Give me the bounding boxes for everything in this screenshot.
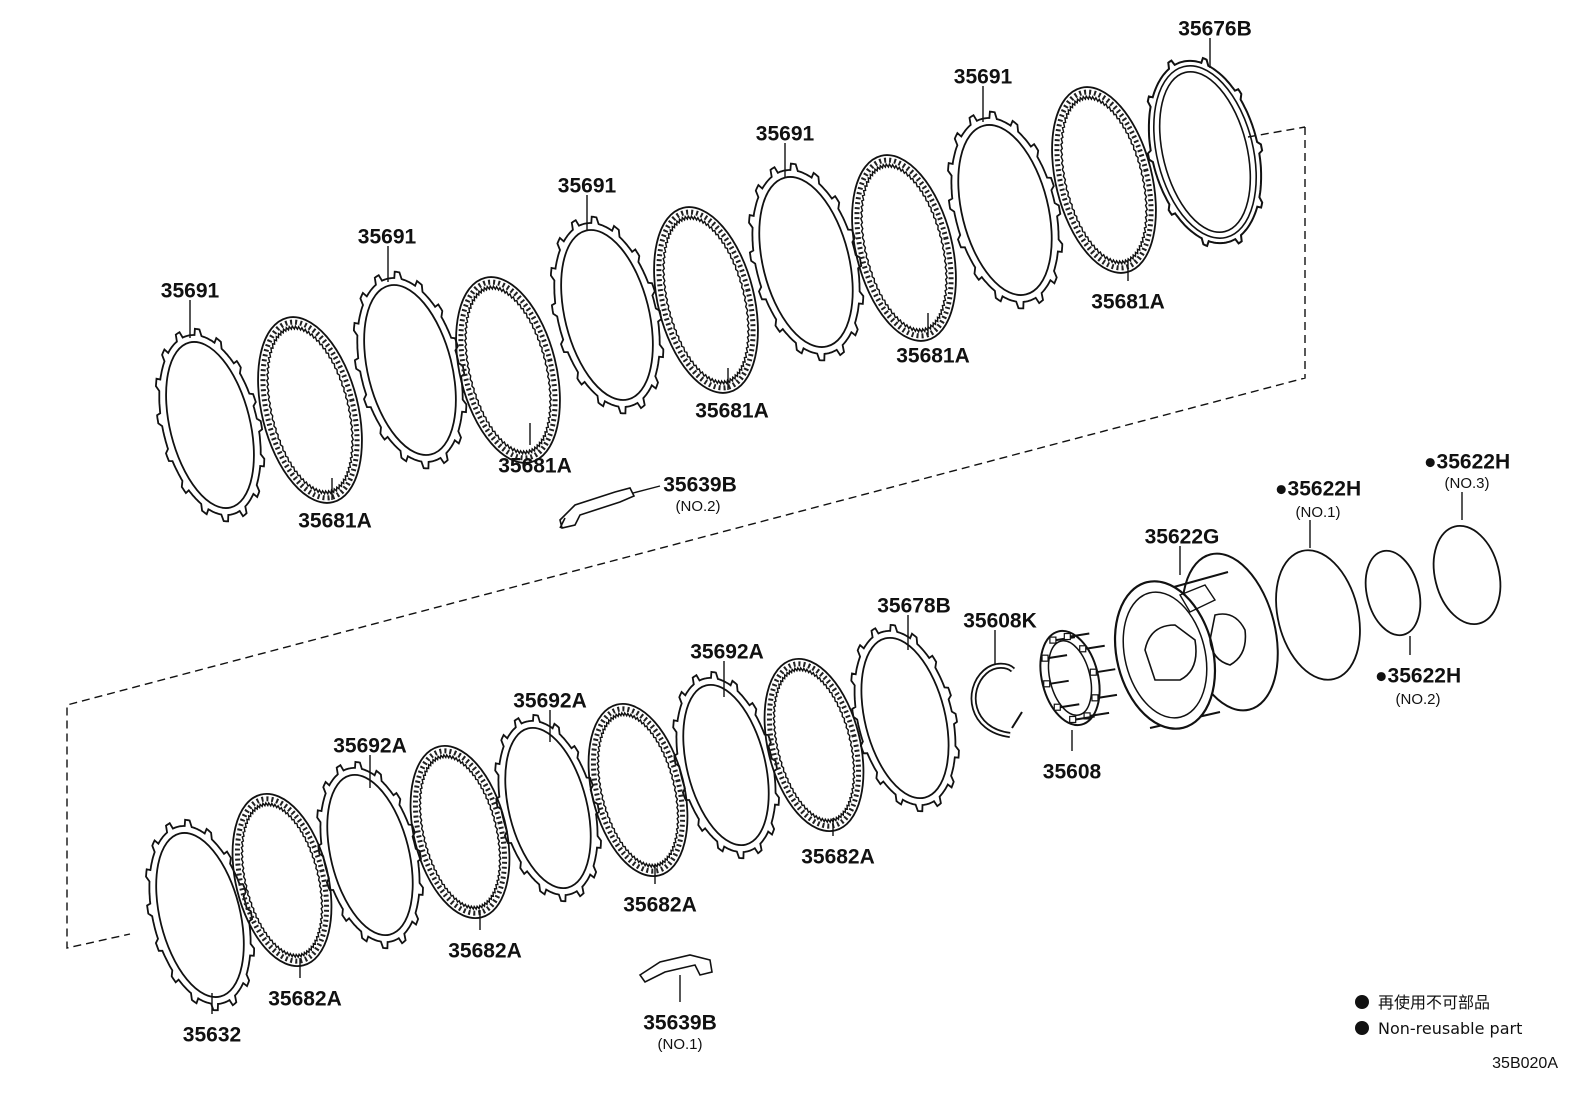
part-number-label: 35681A (298, 510, 372, 533)
o-ring-graphic (1364, 549, 1422, 637)
part-number-label: 35682A (801, 846, 875, 869)
disc-graphic (455, 276, 561, 464)
plate-graphic (947, 110, 1064, 310)
diagram-code: 35B020A (1492, 1055, 1558, 1072)
part-number-label: 35691 (161, 280, 220, 303)
part-35622H-1: ●35622H (NO.1) (1275, 478, 1361, 681)
part-35639B-1: 35639B(NO.1) (643, 975, 717, 1053)
part-number-label: 35681A (498, 455, 572, 478)
part-number-label: 35681A (896, 345, 970, 368)
disc-graphic (257, 316, 363, 504)
disc-graphic (763, 657, 865, 833)
non-reusable-marker-icon (1355, 995, 1369, 1009)
part-number-label: 35639B (643, 1012, 717, 1035)
part-35691-4: 35691 (748, 123, 865, 362)
part-number-label: 35691 (756, 123, 815, 146)
part-number-label: ●35622H (1424, 451, 1510, 474)
part-number-label: 35682A (268, 988, 342, 1011)
part-number-label: 35678B (877, 595, 951, 618)
plate-graphic (154, 327, 266, 523)
legend-text: 再使用不可部品 (1378, 993, 1490, 1012)
part-number-label: 35682A (448, 940, 522, 963)
piston-graphic (1113, 552, 1279, 730)
spring-clip-graphic (638, 954, 713, 984)
return-spring-graphic (1039, 629, 1118, 727)
part-variant-label: (NO.2) (676, 498, 721, 515)
part-number-label: 35681A (695, 400, 769, 423)
part-number-label: 35608K (963, 610, 1037, 633)
part-35691-2: 35691 (352, 226, 468, 470)
part-number-label: 35691 (954, 66, 1013, 89)
part-number-label: 35691 (358, 226, 417, 249)
part-35608K: 35608K (963, 610, 1037, 665)
plate-graphic (672, 670, 780, 860)
plate-graphic (145, 818, 255, 1012)
part-35681A-3: 35681A (653, 206, 769, 423)
part-35681A-1: 35681A (257, 316, 372, 533)
plate-graphic (549, 215, 665, 415)
part-35639B-2: 35639B(NO.2) (632, 474, 737, 515)
part-variant-label: (NO.1) (658, 1036, 703, 1053)
part-35622G: 35622G (1145, 526, 1220, 575)
part-number-label: 35692A (513, 690, 587, 713)
part-number-label: ●35622H (1275, 478, 1361, 501)
part-35691-5: 35691 (947, 66, 1064, 310)
part-35681A-2: 35681A (455, 276, 572, 478)
part-35682A-3: 35682A (587, 702, 697, 917)
part-35622H-3: ●35622H(NO.3) (1424, 451, 1510, 626)
part-35681A-4: 35681A (851, 154, 970, 368)
plate-graphic (316, 760, 424, 950)
part-35608: 35608 (1043, 730, 1102, 784)
disc-graphic (1051, 86, 1157, 274)
part-number-label: 35622G (1145, 526, 1220, 549)
assembly-guide-line (66, 126, 1306, 949)
part-number-label: 35632 (183, 1024, 241, 1047)
part-number-label: 35692A (333, 735, 407, 758)
part-35691-1: 35691 (154, 280, 266, 523)
part-number-label: 35692A (690, 641, 764, 664)
part-35691-3: 35691 (549, 175, 665, 415)
part-35682A-4: 35682A (763, 657, 875, 869)
plate-graphic (352, 270, 468, 470)
spring-clip-graphic (559, 487, 636, 529)
part-35692A-2: 35692A (494, 690, 602, 903)
part-35692A-1: 35692A (316, 735, 424, 950)
part-35622H-2: ●35622H (NO.2) (1364, 549, 1461, 708)
part-35632: 35632 (145, 818, 255, 1047)
disc-graphic (851, 154, 957, 342)
plate-graphic (748, 162, 865, 362)
leader-line (632, 485, 661, 494)
part-number-label: 35682A (623, 894, 697, 917)
part-number-label: 35676B (1178, 18, 1252, 41)
part-35681A-5: 35681A (1051, 86, 1165, 314)
legend: 再使用不可部品 Non-reusable part (1355, 993, 1522, 1038)
o-ring-graphic (1275, 549, 1361, 681)
plate-graphic (850, 623, 960, 813)
part-variant-label: (NO.3) (1445, 475, 1490, 492)
o-ring-graphic (1432, 524, 1502, 626)
legend-text: Non-reusable part (1378, 1019, 1522, 1038)
part-number-label: ●35622H (1375, 665, 1461, 688)
part-35692A-3: 35692A (672, 641, 780, 860)
part-number-label: 35691 (558, 175, 617, 198)
part-number-label: 35639B (663, 474, 737, 497)
flange-graphic (1146, 56, 1264, 248)
plate-graphic (494, 713, 602, 903)
part-35678B: 35678B (850, 595, 960, 813)
snap-ring-graphic (970, 662, 1023, 738)
part-number-label: 35608 (1043, 761, 1102, 784)
non-reusable-marker-icon (1355, 1021, 1369, 1035)
part-variant-label: (NO.2) (1396, 691, 1441, 708)
part-variant-label: (NO.1) (1296, 504, 1341, 521)
disc-graphic (653, 206, 759, 394)
part-35676B: 35676B (1146, 18, 1264, 248)
part-number-label: 35681A (1091, 291, 1165, 314)
